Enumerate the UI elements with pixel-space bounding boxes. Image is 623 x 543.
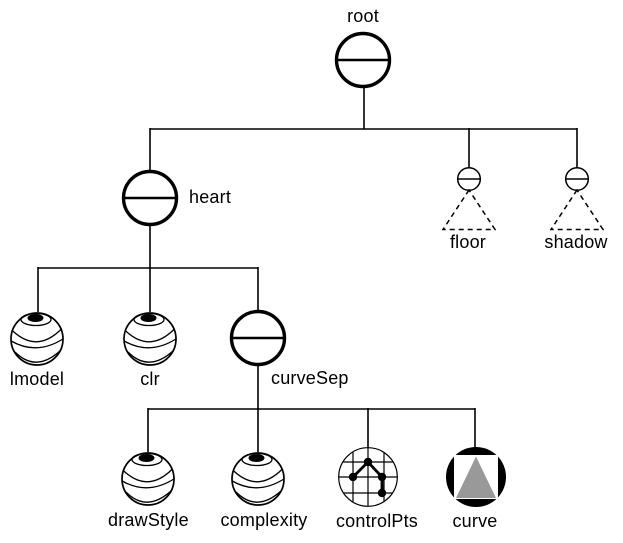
node-controlPts-label: controlPts (335, 511, 419, 531)
node-complexity-label: complexity (220, 510, 308, 530)
node-root-label: root (347, 6, 379, 26)
node-floor-label: floor (449, 232, 486, 252)
control-points-grid-icon (337, 446, 399, 508)
node-drawStyle-label: drawStyle (108, 510, 189, 530)
separator-icon (228, 308, 288, 368)
node-curve-label: curve (452, 511, 498, 531)
dashed-triangle-icon (550, 189, 604, 231)
node-shadow-label: shadow (544, 232, 608, 252)
dashed-triangle-icon (442, 189, 496, 231)
node-curveSep-label: curveSep (271, 368, 349, 388)
property-sphere-icon (122, 310, 178, 366)
node-clr-label: clr (140, 369, 160, 389)
node-heart-label: heart (189, 187, 232, 207)
property-sphere-icon (120, 450, 176, 506)
property-sphere-icon (230, 450, 286, 506)
property-sphere-icon (9, 310, 65, 366)
shape-triangle-icon (445, 446, 507, 508)
separator-icon (120, 168, 180, 228)
separator-icon (333, 30, 393, 90)
node-lmodel-label: lmodel (9, 369, 65, 389)
